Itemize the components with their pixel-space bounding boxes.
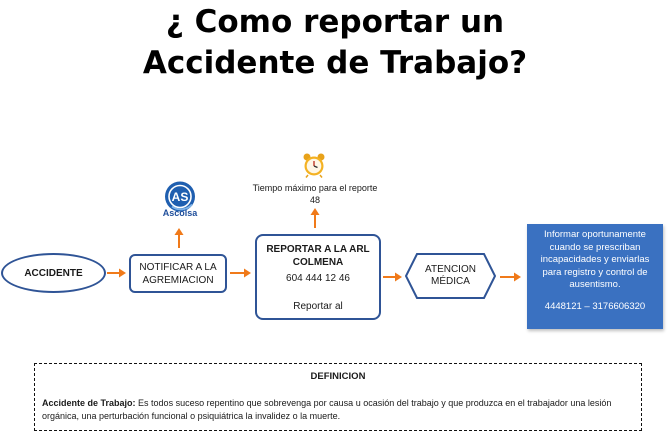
node-notificar-agremiacion: NOTIFICAR A LA AGREMIACION <box>129 254 227 293</box>
node-accidente: ACCIDENTE <box>1 253 106 293</box>
informar-phone: 4448121 – 3176606320 <box>544 300 646 312</box>
atencion-line-1: ATENCION <box>425 264 476 275</box>
title-line-2: Accidente de Trabajo? <box>142 45 528 81</box>
arrow-up-to-clock <box>310 208 320 228</box>
arrow-reportar-to-atencion <box>383 272 402 282</box>
node-atencion-medica: ATENCION MÉDICA <box>405 253 496 299</box>
informar-text: Informar oportunamente cuando se prescri… <box>540 229 650 290</box>
arrow-notificar-to-reportar <box>230 268 251 278</box>
arrow-accidente-to-notificar <box>107 268 126 278</box>
node-atencion-medica-shape <box>405 253 496 299</box>
ascolsa-logo-icon: AS <box>165 181 195 212</box>
ascolsa-logo-text: Ascolsa <box>162 208 198 218</box>
definition-box: DEFINICION Accidente de Trabajo: Es todo… <box>34 363 642 431</box>
definition-body: Accidente de Trabajo: Es todos suceso re… <box>42 397 635 423</box>
time-limit-text: Tiempo máximo para el reporte 48 <box>252 183 378 205</box>
node-reportar-arl: REPORTAR A LA ARL COLMENA 604 444 12 46 … <box>255 234 381 320</box>
reportar-al-label: Reportar al <box>293 301 343 312</box>
arrow-atencion-to-informar <box>500 272 521 282</box>
reportar-title-line-1: REPORTAR A LA ARL <box>266 244 370 255</box>
page-title: ¿ Como reportar un Accidente de Trabajo? <box>0 2 670 84</box>
title-line-1: ¿ Como reportar un <box>165 4 505 40</box>
svg-text:AS: AS <box>172 190 189 204</box>
definition-title: DEFINICION <box>310 371 366 382</box>
arrow-up-to-logo <box>174 228 184 248</box>
node-informar-panel: Informar oportunamente cuando se prescri… <box>527 224 663 329</box>
definition-term: Accidente de Trabajo: <box>42 398 136 408</box>
atencion-line-2: MÉDICA <box>431 276 470 287</box>
reportar-phone: 604 444 12 46 <box>286 273 350 284</box>
reportar-title-line-2: COLMENA <box>292 257 344 268</box>
alarm-clock-icon <box>303 153 325 178</box>
definition-text: Es todos suceso repentino que sobrevenga… <box>42 398 612 421</box>
